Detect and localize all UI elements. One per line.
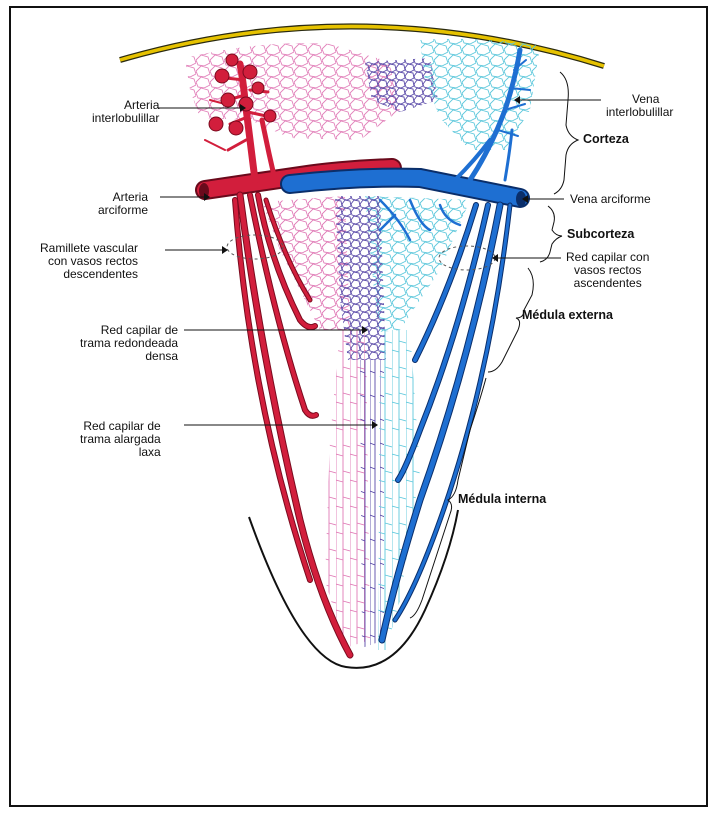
zone-medula-interna: Médula interna (458, 492, 546, 506)
label-line: ascendentes (566, 277, 649, 290)
label-vena-arciforme: Vena arciforme (570, 193, 651, 206)
label-line: arciforme (98, 204, 148, 217)
cortex-capillary-cyan (420, 39, 540, 150)
label-arteria-arciforme: Arteria arciforme (98, 191, 148, 217)
zone-subcorteza: Subcorteza (567, 227, 634, 241)
label-ramillete-vascular: Ramillete vascular con vasos rectos desc… (40, 242, 138, 281)
label-line: interlobulillar (606, 106, 673, 119)
label-line: laxa (80, 446, 161, 459)
label-red-capilar-alargada: Red capilar de trama alargada laxa (80, 420, 161, 459)
zone-corteza: Corteza (583, 132, 629, 146)
zone-medula-externa: Médula externa (522, 308, 613, 322)
label-red-capilar-ascendentes: Red capilar con vasos rectos ascendentes (566, 251, 649, 290)
label-line: densa (80, 350, 178, 363)
label-arteria-interlobulillar: Arteria interlobulillar (92, 99, 159, 125)
label-vena-interlobulillar: Vena interlobulillar (606, 93, 673, 119)
medulla-long-cyan (378, 330, 420, 650)
label-line: descendentes (40, 268, 138, 281)
label-red-capilar-redondeada: Red capilar de trama redondeada densa (80, 324, 178, 363)
label-line: interlobulillar (92, 112, 159, 125)
